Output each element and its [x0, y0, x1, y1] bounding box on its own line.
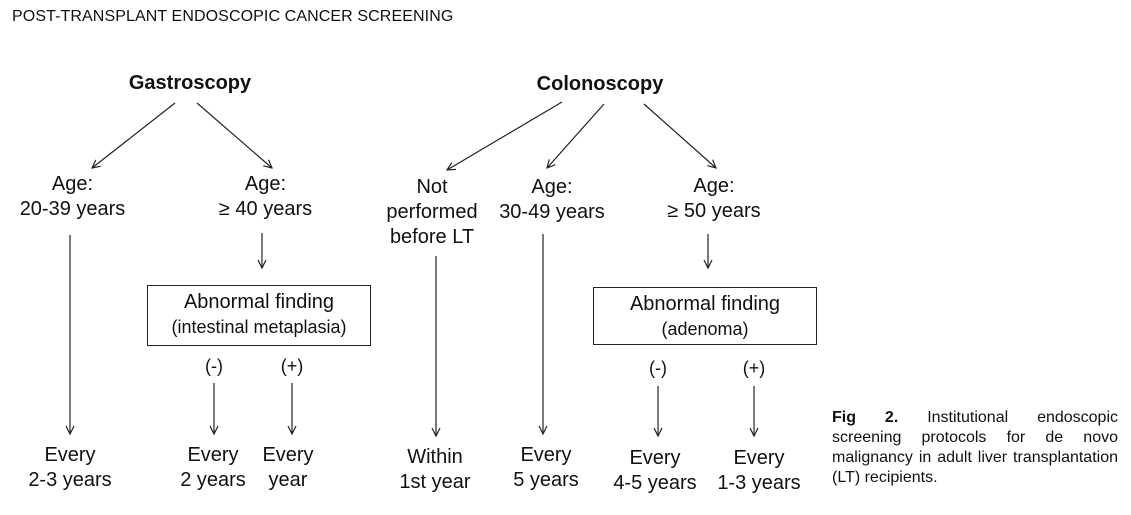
node-line: before LT: [389, 226, 475, 248]
node-line: Every: [520, 444, 572, 466]
node-line: Every: [44, 444, 96, 466]
node-line: ≥ 40 years: [218, 198, 313, 220]
node-line: 1-3 years: [717, 472, 801, 494]
gastro-outcome-every-year: Every year: [252, 443, 324, 493]
arrow-colono-to-age2: [643, 103, 716, 168]
node-line: Age:: [531, 176, 573, 198]
node-line: Every: [262, 444, 314, 466]
arrow-gastro-to-age1: [92, 102, 176, 168]
node-line: year: [268, 469, 308, 491]
figure-caption: Fig 2. Institutional endoscopic screenin…: [832, 408, 1118, 488]
gastro-outcome-every-2-3-years: Every 2-3 years: [10, 443, 130, 493]
gastro-negative-label: (-): [205, 356, 223, 376]
node-line: Within: [407, 446, 463, 468]
node-line: 20-39 years: [19, 198, 126, 220]
arrow-colono-to-age1: [547, 103, 605, 168]
node-line: 2-3 years: [28, 469, 112, 491]
colono-outcome-every-1-3-years: Every 1-3 years: [708, 446, 810, 496]
colono-negative-label: (-): [649, 358, 667, 378]
gastroscopy-title: Gastroscopy: [128, 72, 252, 94]
colono-abnormal-finding-box: Abnormal finding (adenoma): [593, 287, 817, 345]
colono-outcome-within-1st-year: Within 1st year: [386, 445, 484, 495]
node-line: Not: [416, 176, 448, 198]
caption-label: Fig 2.: [832, 409, 899, 426]
gastro-age-40-plus-node: Age: ≥ 40 years: [198, 172, 333, 222]
colonoscopy-title: Colonoscopy: [536, 73, 664, 95]
box-title: Abnormal finding: [183, 291, 335, 313]
box-subtitle: (adenoma): [661, 319, 749, 339]
arrow-colono-to-not: [447, 101, 563, 170]
node-line: Age:: [693, 175, 735, 197]
node-line: ≥ 50 years: [667, 200, 761, 222]
node-line: performed: [386, 201, 478, 223]
colono-positive-label: (+): [742, 358, 766, 378]
figure-header: POST-TRANSPLANT ENDOSCOPIC CANCER SCREEN…: [12, 8, 454, 25]
gastro-positive-label: (+): [280, 356, 304, 376]
node-line: 30-49 years: [499, 201, 605, 223]
node-line: Age:: [51, 173, 94, 195]
gastro-age-20-39-node: Age: 20-39 years: [0, 172, 145, 222]
colono-outcome-every-4-5-years: Every 4-5 years: [602, 446, 708, 496]
colono-age-50-plus-node: Age: ≥ 50 years: [648, 174, 780, 224]
arrow-gastro-to-age2: [196, 102, 272, 168]
gastro-abnormal-finding-box: Abnormal finding (intestinal metaplasia): [147, 285, 371, 346]
node-line: Age:: [244, 173, 287, 195]
colono-age-30-49-node: Age: 30-49 years: [490, 175, 614, 225]
node-line: 1st year: [399, 471, 471, 493]
node-line: Every: [733, 447, 785, 469]
box-subtitle: (intestinal metaplasia): [171, 317, 347, 337]
box-title: Abnormal finding: [629, 293, 781, 315]
node-line: Every: [629, 447, 681, 469]
caption-text: Institutional endoscopic screening proto…: [832, 409, 1119, 486]
node-line: 2 years: [180, 469, 246, 491]
node-line: 4-5 years: [613, 472, 697, 494]
node-line: Every: [187, 444, 239, 466]
node-line: 5 years: [513, 469, 579, 491]
colono-outcome-every-5-years: Every 5 years: [500, 443, 592, 493]
colono-not-performed-node: Not performed before LT: [376, 175, 488, 250]
gastro-outcome-every-2-years: Every 2 years: [168, 443, 258, 493]
